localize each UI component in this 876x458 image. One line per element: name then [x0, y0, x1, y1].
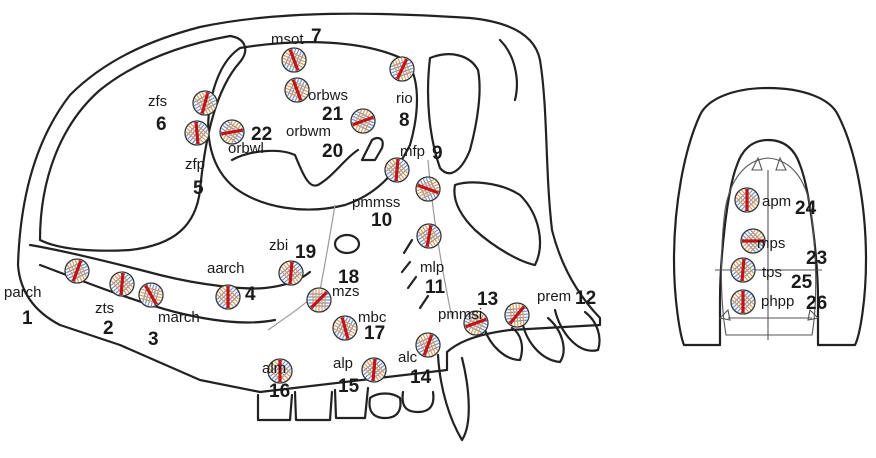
strain-rosettes	[65, 48, 765, 383]
number-zts: 2	[103, 318, 114, 339]
number-mfp: 9	[432, 143, 443, 164]
strain-rosette-mlp	[417, 224, 441, 248]
number-orbws: 21	[322, 104, 344, 125]
label-parch: parch	[4, 284, 42, 301]
strain-rosette-mzs	[307, 288, 331, 312]
strain-rosette-apm	[735, 188, 759, 212]
strain-rosette-march	[139, 283, 163, 307]
number-pmmss: 10	[371, 210, 392, 231]
strain-rosette-orbwm	[351, 109, 375, 133]
number-mzs: 18	[338, 267, 359, 288]
strain-rosette-zts	[110, 272, 134, 296]
label-zfs: zfs	[148, 93, 167, 110]
max-strain-bar-tps-0	[742, 259, 744, 281]
frontal-contour	[40, 36, 245, 251]
label-tps: tps	[762, 264, 782, 281]
number-march: 3	[148, 329, 159, 350]
label-alm: alm	[262, 360, 286, 377]
label-march: march	[158, 309, 200, 326]
lateral-skull-view	[18, 14, 600, 440]
label-orbwm: orbwm	[286, 123, 331, 140]
strain-rosette-phpp	[731, 290, 755, 314]
strain-rosette-zfs	[193, 91, 217, 115]
strain-rosette-zbi	[279, 261, 303, 285]
strain-rosette-aarch	[216, 285, 240, 309]
number-mbc: 17	[364, 323, 385, 344]
label-pmmss: pmmss	[352, 194, 400, 211]
label-mps: mps	[757, 235, 785, 252]
number-prem: 12	[575, 288, 596, 309]
orbital-notch	[362, 138, 383, 160]
strain-rosette-zfp	[185, 121, 209, 145]
label-phpp: phpp	[761, 293, 794, 310]
number-zfs: 6	[156, 114, 167, 135]
number-orbwm: 20	[322, 141, 343, 162]
max-strain-bar-zbi-0	[290, 262, 292, 284]
label-prem: prem	[537, 288, 571, 305]
max-strain-bar-mfp-0	[396, 159, 398, 181]
max-strain-bar-zts-0	[121, 273, 123, 295]
number-zbi: 19	[295, 242, 316, 263]
number-alm: 16	[269, 381, 290, 402]
label-msot: msot	[271, 31, 304, 48]
label-zts: zts	[95, 300, 114, 317]
number-pmmsi: 13	[477, 289, 498, 310]
strain-rosette-mfp	[385, 158, 409, 182]
max-strain-bar-alp-0	[373, 359, 375, 381]
strain-rosette-rio	[390, 57, 414, 81]
number-rio: 8	[399, 110, 410, 131]
label-rio: rio	[396, 90, 413, 107]
number-apm: 24	[795, 198, 817, 219]
strain-rosette-alc	[416, 333, 440, 357]
label-zbi: zbi	[269, 237, 288, 254]
label-pmmsi: pmmsi	[438, 306, 482, 323]
label-alp: alp	[333, 355, 353, 372]
label-orbws: orbws	[308, 87, 348, 104]
number-aarch: 4	[245, 284, 256, 305]
number-alp: 15	[338, 376, 360, 397]
strain-rosette-prem	[505, 303, 529, 327]
strain-rosette-parch	[65, 259, 89, 283]
label-mlp: mlp	[420, 259, 444, 276]
number-parch: 1	[22, 308, 33, 329]
number-alc: 14	[410, 367, 432, 388]
label-zfp: zfp	[185, 156, 205, 173]
number-zfp: 5	[193, 178, 204, 199]
label-aarch: aarch	[207, 260, 245, 277]
label-apm: apm	[762, 193, 791, 210]
label-alc: alc	[398, 349, 418, 366]
strain-rosette-orbws	[285, 78, 309, 102]
number-phpp: 26	[806, 293, 827, 314]
number-mps: 23	[806, 248, 827, 269]
number-orbwl: 22	[251, 124, 272, 145]
number-msot: 7	[311, 26, 322, 47]
strain-rosette-alp	[362, 358, 386, 382]
strain-rosette-msot	[282, 48, 306, 72]
max-strain-bar-zfp-0	[196, 122, 198, 144]
label-mfp: mfp	[400, 143, 425, 160]
strain-rosette-tps	[731, 258, 755, 282]
premaxilla-aperture	[454, 182, 540, 265]
infraorbital-foramen	[335, 235, 359, 253]
number-tps: 25	[791, 272, 813, 293]
number-mlp: 11	[425, 277, 446, 298]
strain-rosette-mbc	[333, 316, 357, 340]
strain-rosette-pmmss	[416, 177, 440, 201]
maxillary-ridge	[500, 40, 517, 100]
